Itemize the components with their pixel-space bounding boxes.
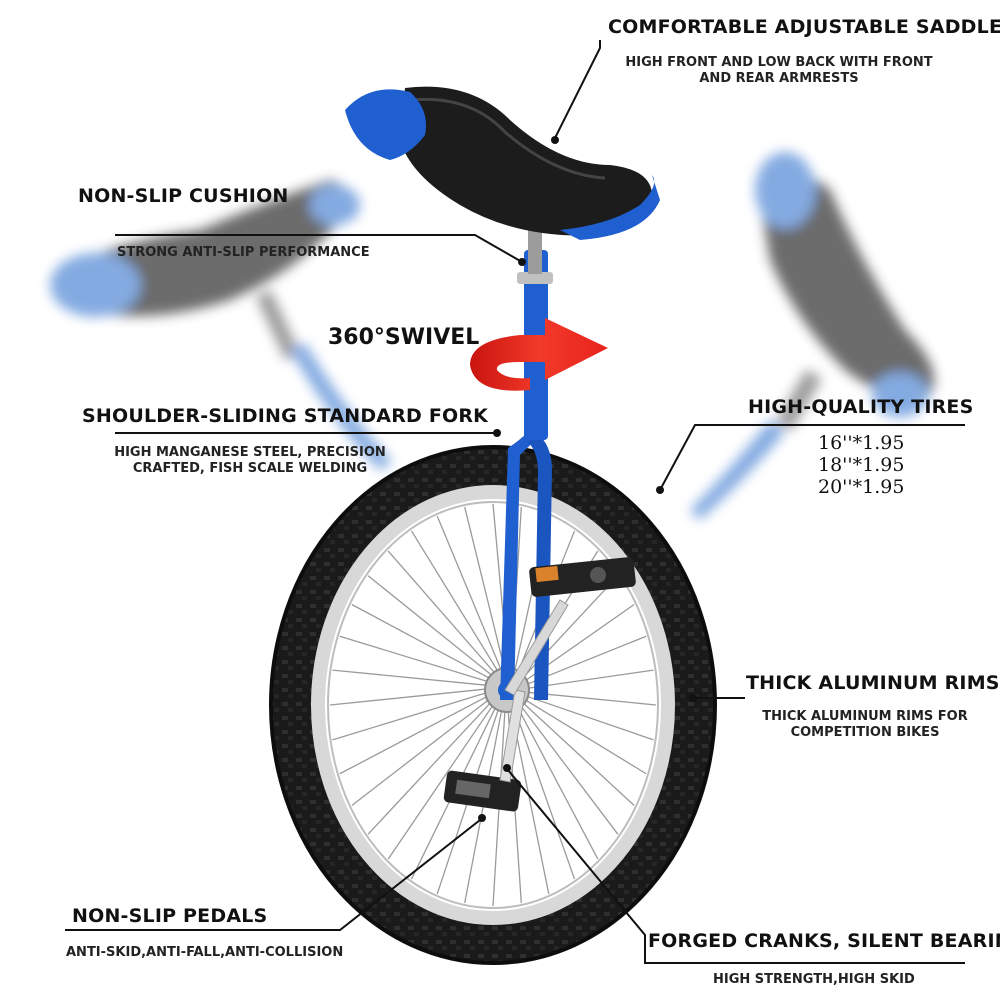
cranks-title: FORGED CRANKS, SILENT BEARINGS [648,930,1000,952]
spoke [519,695,647,775]
spoke [436,515,505,677]
pedals-title: NON-SLIP PEDALS [72,905,268,927]
cushion-title: NON-SLIP CUSHION [78,185,289,207]
saddle-subtitle-line1: HIGH FRONT AND LOW BACK WITH FRONT [625,55,933,70]
cranks-subtitle: HIGH STRENGTH,HIGH SKID [713,972,915,987]
spoke [516,699,619,835]
tire-size-20: 20''*1.95 [818,476,905,498]
wheel [269,445,717,965]
saddle-subtitle-line2: AND REAR ARMRESTS [699,71,859,86]
tire-size-18: 18''*1.95 [818,454,905,476]
spoke [387,699,498,860]
spoke [339,635,495,685]
spoke [367,575,498,681]
saddle-title: COMFORTABLE ADJUSTABLE SADDLE [608,16,1000,38]
spoke [332,669,494,687]
spoke [367,697,496,835]
swivel-arrow-icon [470,318,608,391]
leader-lines [65,40,965,964]
spoke [329,687,494,706]
rims-subtitle-line1: THICK ALUMINUM RIMS FOR [762,709,968,724]
fork-subtitle: HIGH MANGANESE STEEL, PRECISION CRAFTED,… [105,445,395,477]
rims-subtitle: THICK ALUMINUM RIMS FOR COMPETITION BIKE… [760,709,970,741]
spoke [520,693,654,741]
fork-subtitle-line2: CRAFTED, FISH SCALE WELDING [132,461,368,476]
blurred-saddle-right [690,152,935,520]
spoke [464,506,507,677]
pedals-subtitle: ANTI-SKID,ANTI-FALL,ANTI-COLLISION [66,945,344,960]
swivel-label: 360°SWIVEL [328,325,480,350]
saddle [345,86,660,240]
tire-size-16: 16''*1.95 [818,432,905,454]
spoke [514,701,599,860]
spoke [517,697,635,806]
tire-sizes: 16''*1.95 18''*1.95 20''*1.95 [818,432,904,498]
crank [499,599,569,783]
rims-subtitle-line2: COMPETITION BIKES [790,725,940,740]
leader-dots [478,136,697,822]
spoke [351,694,495,807]
blurred-saddle-left [50,180,392,470]
fork-title: SHOULDER-SLIDING STANDARD FORK [82,405,489,427]
spoke [351,603,497,683]
rims-title: THICK ALUMINUM RIMS [746,672,1000,694]
spoke [410,530,503,678]
saddle-subtitle: HIGH FRONT AND LOW BACK WITH FRONT AND R… [620,55,938,87]
spoke [339,692,494,775]
fork-subtitle-line1: HIGH MANGANESE STEEL, PRECISION [114,445,386,460]
upper-pedal [529,557,636,597]
spoke [511,702,576,880]
tires-title: HIGH-QUALITY TIRES [748,396,974,418]
spoke [387,550,500,679]
spoke [332,690,494,741]
cushion-subtitle: STRONG ANTI-SLIP PERFORMANCE [117,245,370,260]
